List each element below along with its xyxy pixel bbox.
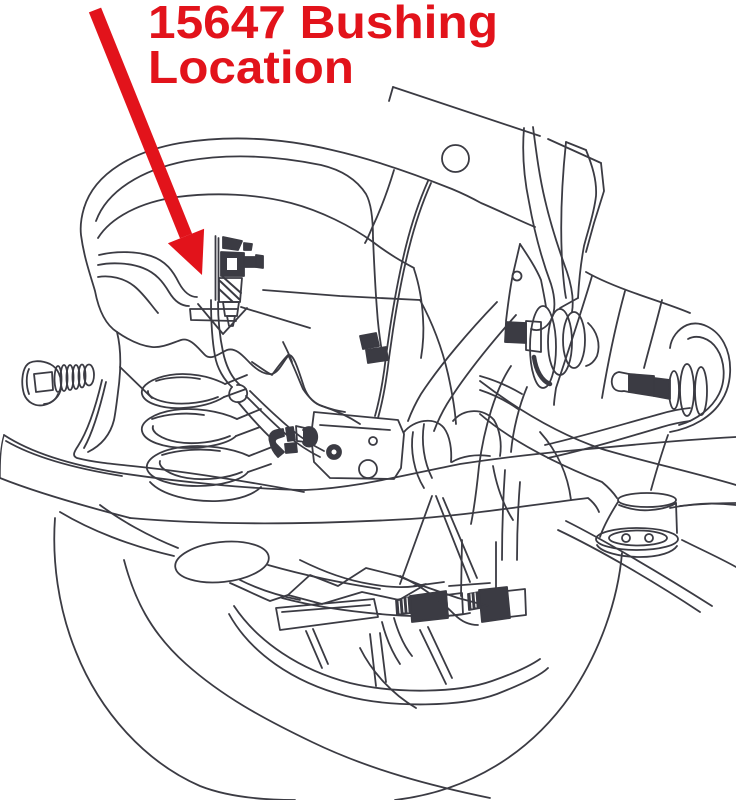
svg-text:Location: Location bbox=[148, 41, 354, 93]
svg-text:15647 Bushing: 15647 Bushing bbox=[148, 0, 498, 48]
